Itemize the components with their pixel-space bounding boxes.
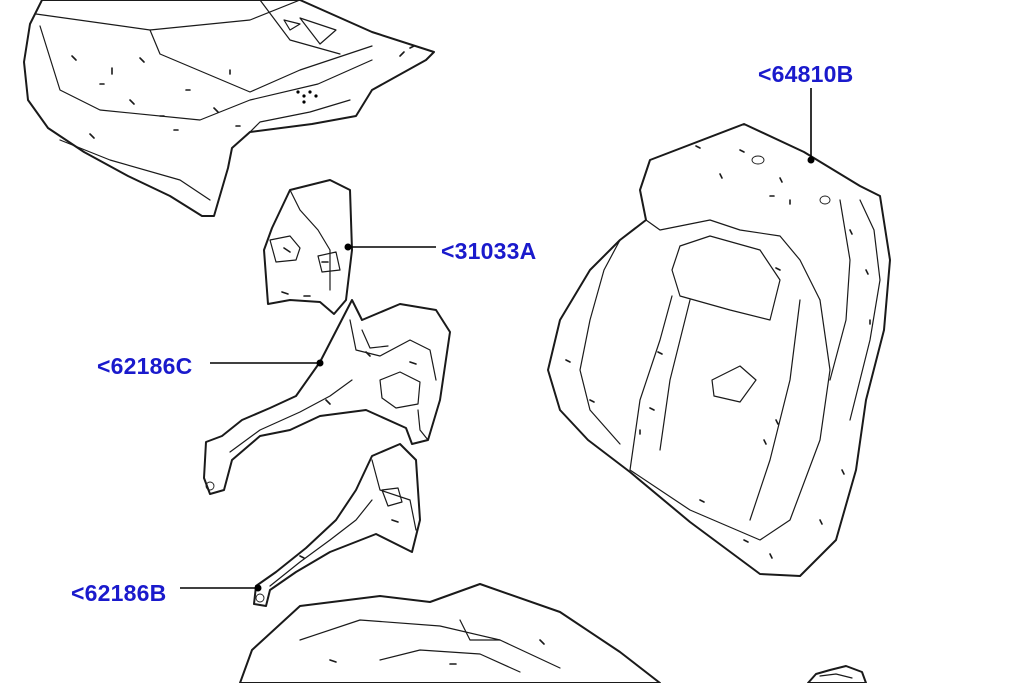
trim-bracket-62186B [253, 443, 421, 607]
leader-62186C [210, 359, 324, 367]
callout-31033A: <31033A [441, 238, 537, 264]
leader-62186B [180, 584, 262, 592]
partial-component-bottom-right [807, 665, 867, 683]
cushion-stitch-marks [71, 45, 415, 139]
cover-31033A [263, 179, 353, 315]
trim-bracket-62186C [203, 299, 451, 495]
seat-back-stitch-marks [565, 145, 871, 559]
seat-cushion-bottom [239, 583, 661, 683]
callout-62186C: <62186C [97, 353, 193, 379]
callout-62186B: <62186B [71, 580, 167, 606]
leader-31033A [344, 243, 436, 251]
leader-64810B [807, 88, 815, 164]
seat-cushion-top [23, 0, 435, 217]
seat-back-pad [547, 123, 891, 577]
callout-64810B: <64810B [758, 61, 854, 87]
